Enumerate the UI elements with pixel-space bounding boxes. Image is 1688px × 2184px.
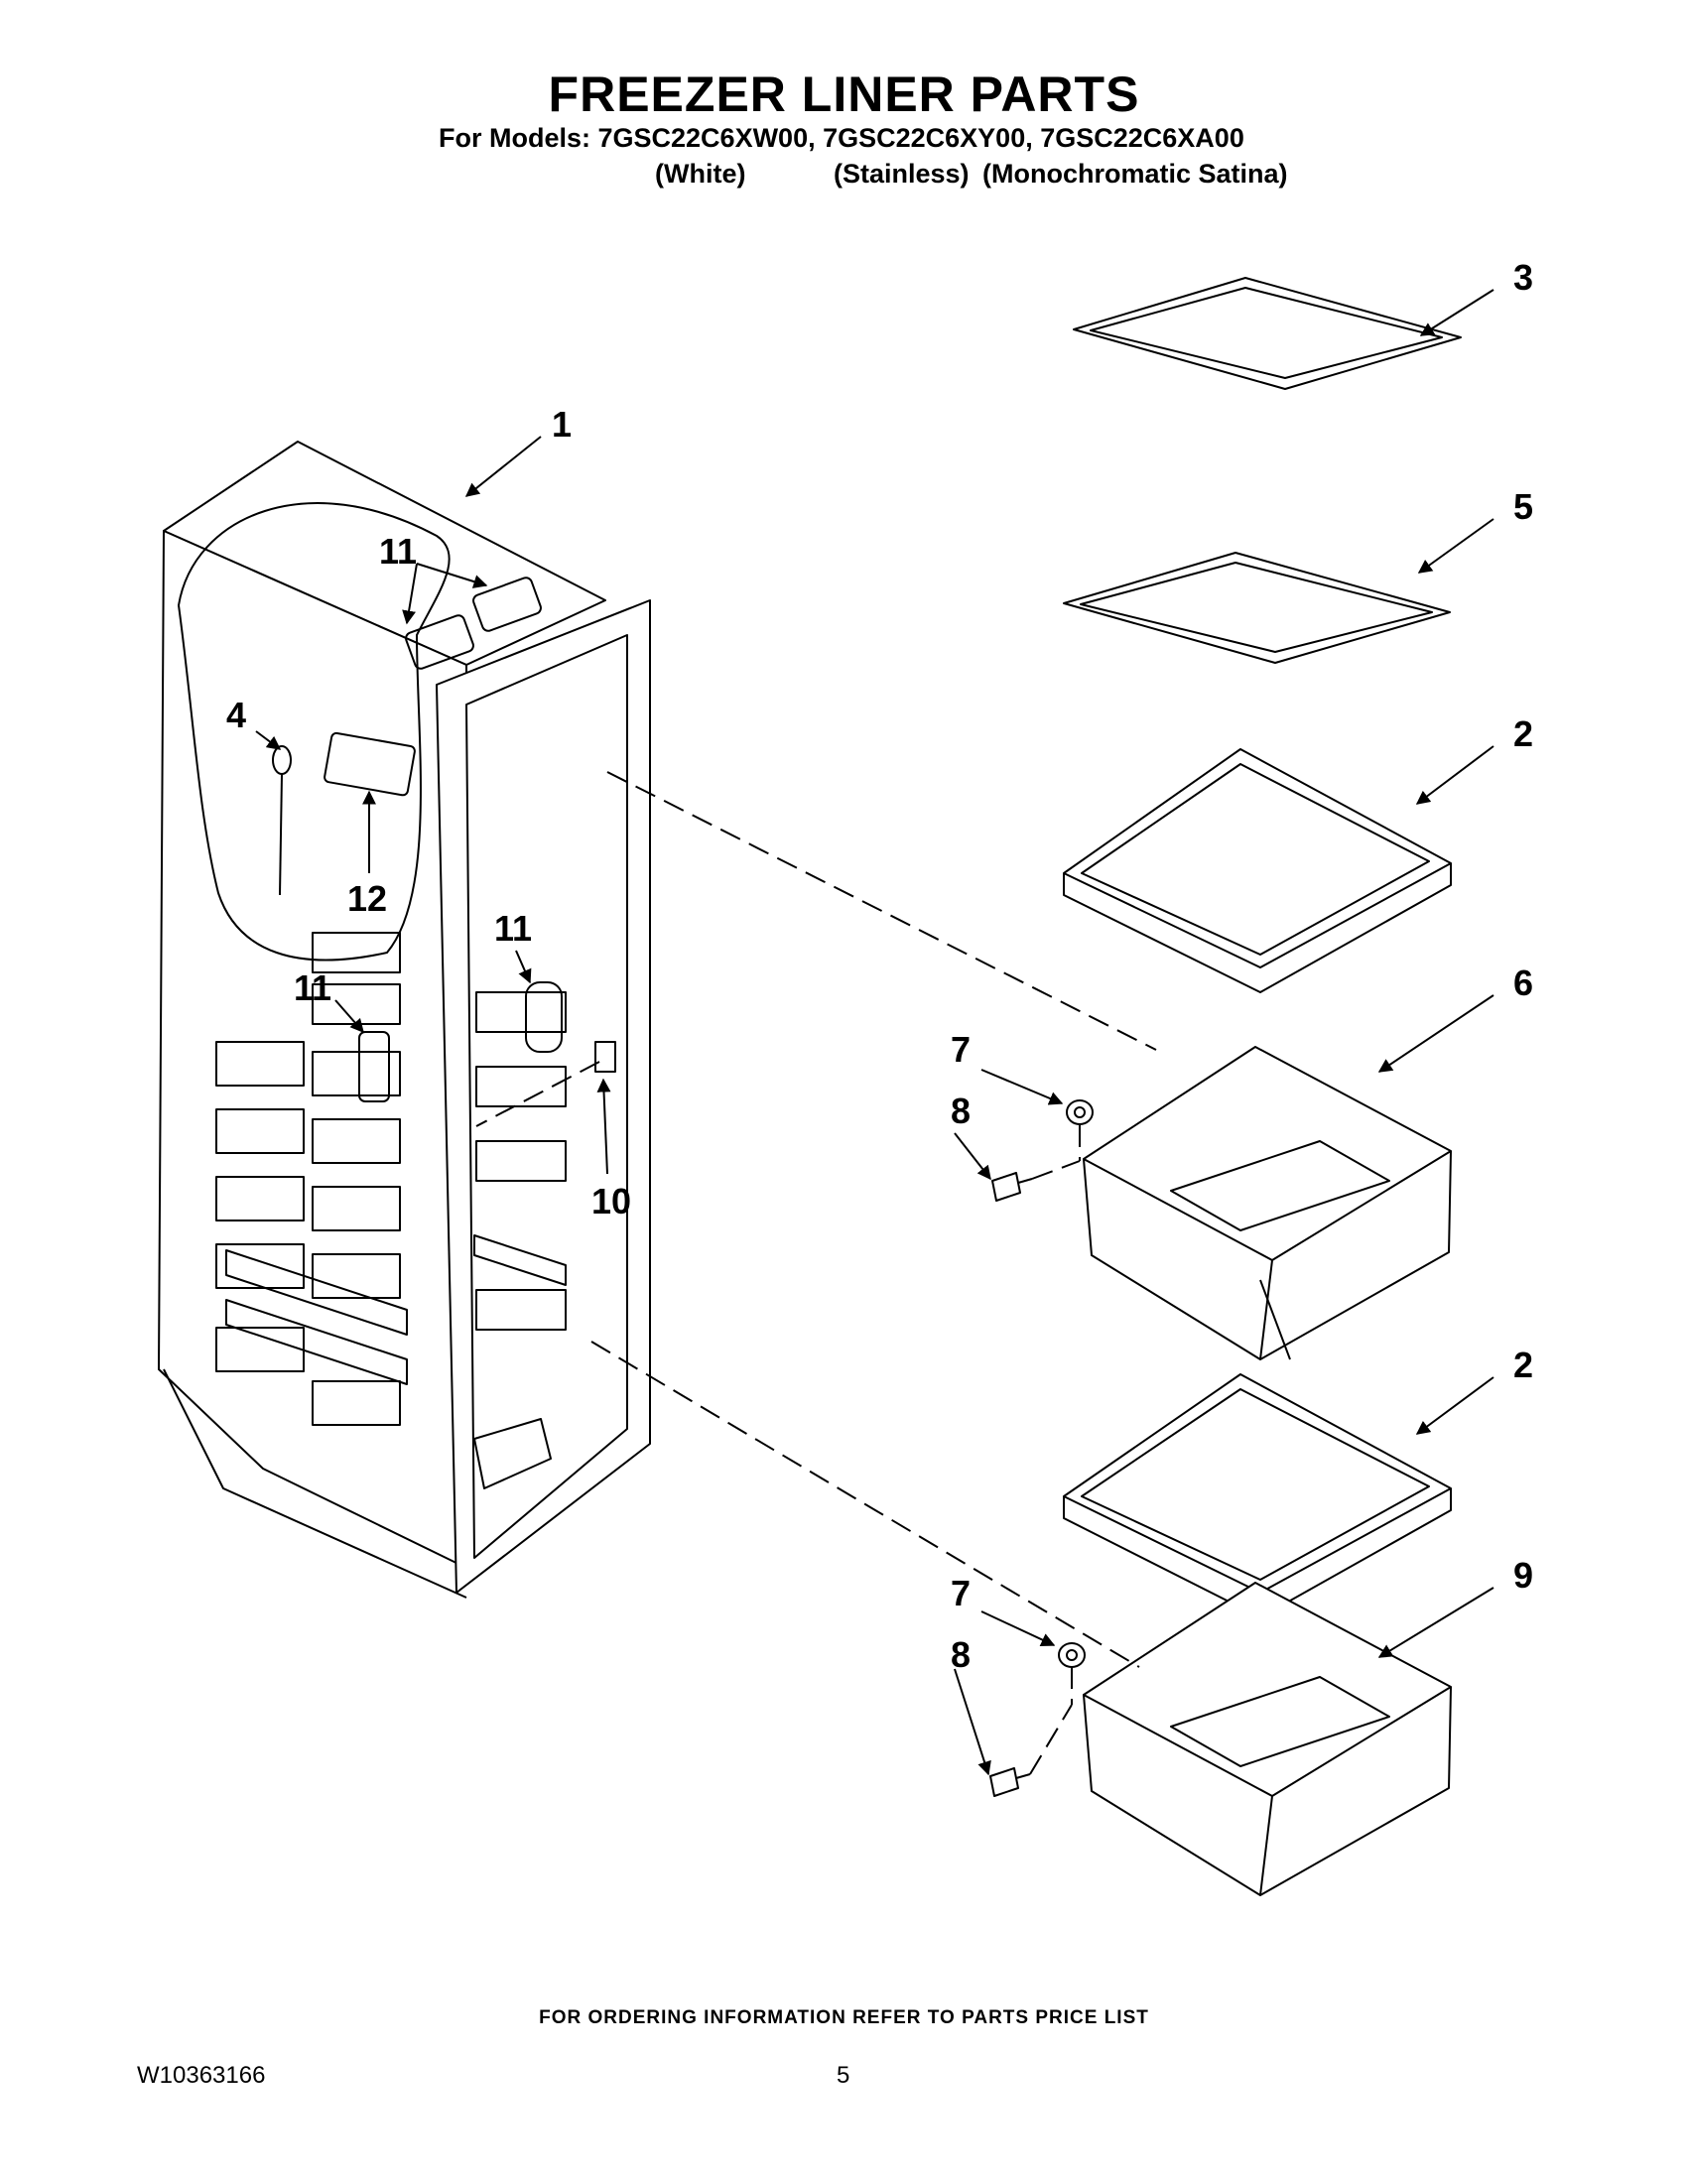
ordering-note: FOR ORDERING INFORMATION REFER TO PARTS …: [539, 2007, 1149, 2028]
glass-shelf-3: [1073, 277, 1462, 390]
leader-arrows: [255, 289, 1494, 1776]
screw-8-upper: [991, 1172, 1033, 1202]
variant-stainless: (Stainless): [834, 159, 970, 189]
callout-2-upper: 2: [1513, 713, 1533, 754]
callout-labels: 1 3 5 2 6 2 9 7 8 7 8 4 12 10 11 11 11: [226, 257, 1533, 1675]
screw-8-lower: [989, 1767, 1031, 1797]
callout-8-upper: 8: [951, 1091, 971, 1131]
callout-7-lower: 7: [951, 1573, 971, 1613]
variant-white: (White): [655, 159, 746, 189]
glass-shelf-5: [1063, 552, 1451, 664]
callout-2-lower: 2: [1513, 1345, 1533, 1385]
callout-8-lower: 8: [951, 1634, 971, 1675]
callout-1: 1: [552, 404, 572, 445]
callout-11-top: 11: [379, 531, 417, 572]
callout-5: 5: [1513, 486, 1533, 527]
page-number: 5: [837, 2062, 850, 2089]
freezer-liner: [158, 441, 651, 1599]
roller-7-lower: [1058, 1642, 1086, 1668]
document-number: W10363166: [137, 2062, 266, 2089]
callout-11-right: 11: [494, 908, 532, 949]
callout-3: 3: [1513, 257, 1533, 298]
pan-drawer-9: [1083, 1582, 1452, 1896]
slide-out-shelf-2-upper: [1063, 748, 1452, 993]
callout-10: 10: [591, 1181, 631, 1221]
callout-4: 4: [226, 695, 246, 735]
callout-7-upper: 7: [951, 1029, 971, 1070]
slide-out-shelf-2-lower: [1063, 1373, 1452, 1618]
callout-6: 6: [1513, 963, 1533, 1003]
models-line: For Models: 7GSC22C6XW00, 7GSC22C6XY00, …: [439, 123, 1244, 153]
assembly-guide-lines: [475, 771, 1157, 1775]
variant-monochromatic: (Monochromatic Satina): [982, 159, 1288, 189]
callout-11-left: 11: [294, 967, 331, 1008]
pan-drawer-6: [1083, 1046, 1452, 1360]
page-title: FREEZER LINER PARTS: [548, 66, 1140, 122]
callout-12: 12: [347, 878, 387, 919]
roller-7-upper: [1066, 1099, 1094, 1125]
callout-9: 9: [1513, 1555, 1533, 1596]
